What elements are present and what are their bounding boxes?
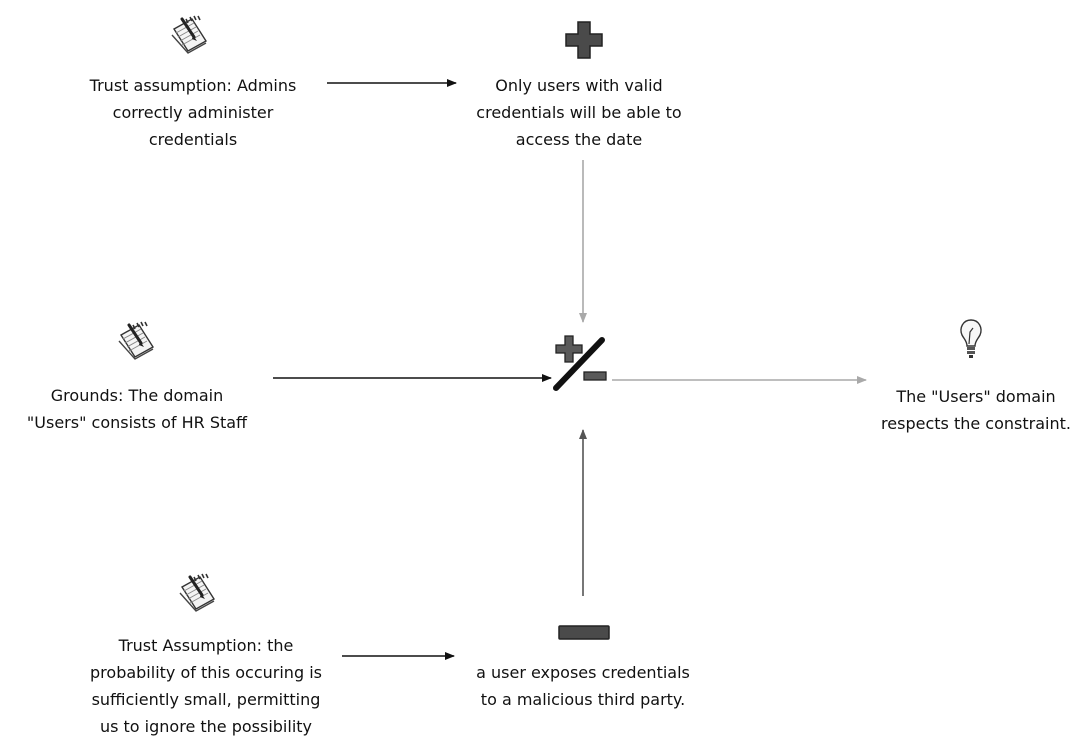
notepad-icon: [170, 14, 208, 55]
rebuttal-exposure-label: a user exposes credentials to a maliciou…: [450, 659, 716, 713]
label-line: us to ignore the possibility: [99, 717, 313, 736]
plus-minus-icon: [553, 335, 607, 391]
label-line: "Users" consists of HR Staff: [26, 413, 248, 432]
label-line: Trust Assumption: the: [118, 636, 294, 655]
label-line: respects the constraint.: [881, 414, 1071, 433]
label-line: Grounds: The domain: [50, 386, 224, 405]
lightbulb-icon: [960, 319, 982, 358]
label-line: sufficiently small, permitting: [91, 690, 321, 709]
label-line: probability of this occuring is: [90, 663, 322, 682]
notepad-icon: [178, 572, 216, 613]
notepad-icon: [117, 320, 155, 361]
plus-icon: [565, 21, 603, 59]
label-line: correctly administer: [112, 103, 274, 122]
claim-valid-users-label: Only users with valid credentials will b…: [448, 72, 710, 153]
grounds-domain-label: Grounds: The domain "Users" consists of …: [2, 382, 272, 436]
minus-icon: [558, 625, 610, 640]
label-line: credentials will be able to: [476, 103, 682, 122]
label-line: credentials: [148, 130, 238, 149]
label-line: a user exposes credentials: [476, 663, 690, 682]
trust-probability-label: Trust Assumption: the probability of thi…: [68, 632, 344, 740]
label-line: The "Users" domain: [896, 387, 1056, 406]
label-line: to a malicious third party.: [480, 690, 686, 709]
label-line: Trust assumption: Admins: [89, 76, 297, 95]
label-line: Only users with valid: [495, 76, 663, 95]
trust-admins-label: Trust assumption: Admins correctly admin…: [68, 72, 318, 153]
conclusion-label: The "Users" domain respects the constrai…: [864, 383, 1088, 437]
label-line: access the date: [515, 130, 643, 149]
